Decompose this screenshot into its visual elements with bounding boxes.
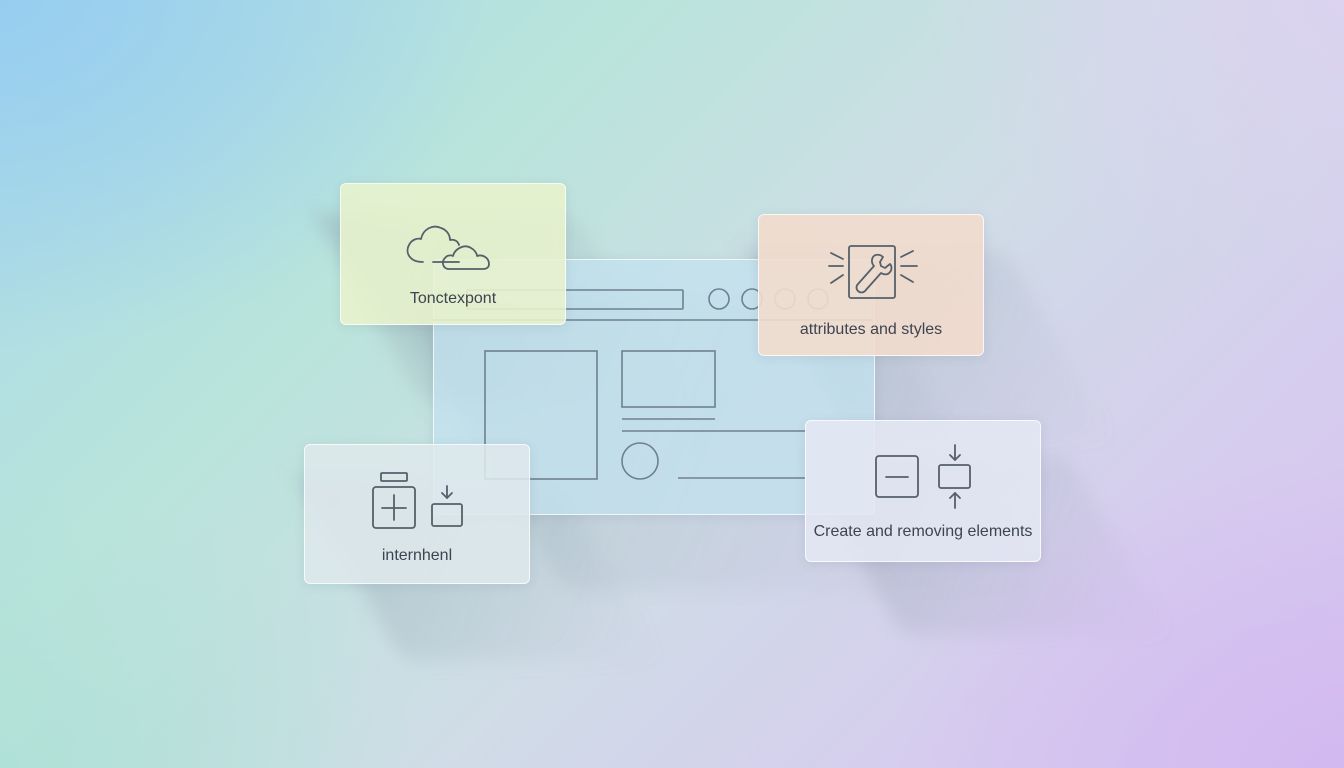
card-top-left[interactable]: Tonctexpont: [340, 183, 566, 325]
remove-box-icon: [875, 444, 971, 509]
wrench-icon: [828, 245, 918, 299]
add-box-icon: [372, 472, 463, 529]
card-label: Tonctexpont: [409, 290, 497, 307]
card-label: internhenl: [381, 547, 453, 564]
card-top-right[interactable]: attributes and styles: [758, 214, 984, 356]
card-label: Create and removing elements: [813, 523, 1033, 540]
cloud-icon: [406, 225, 490, 270]
card-bottom-right[interactable]: Create and removing elements: [805, 420, 1041, 562]
card-bottom-left[interactable]: internhenl: [304, 444, 530, 584]
card-label: attributes and styles: [799, 321, 943, 338]
